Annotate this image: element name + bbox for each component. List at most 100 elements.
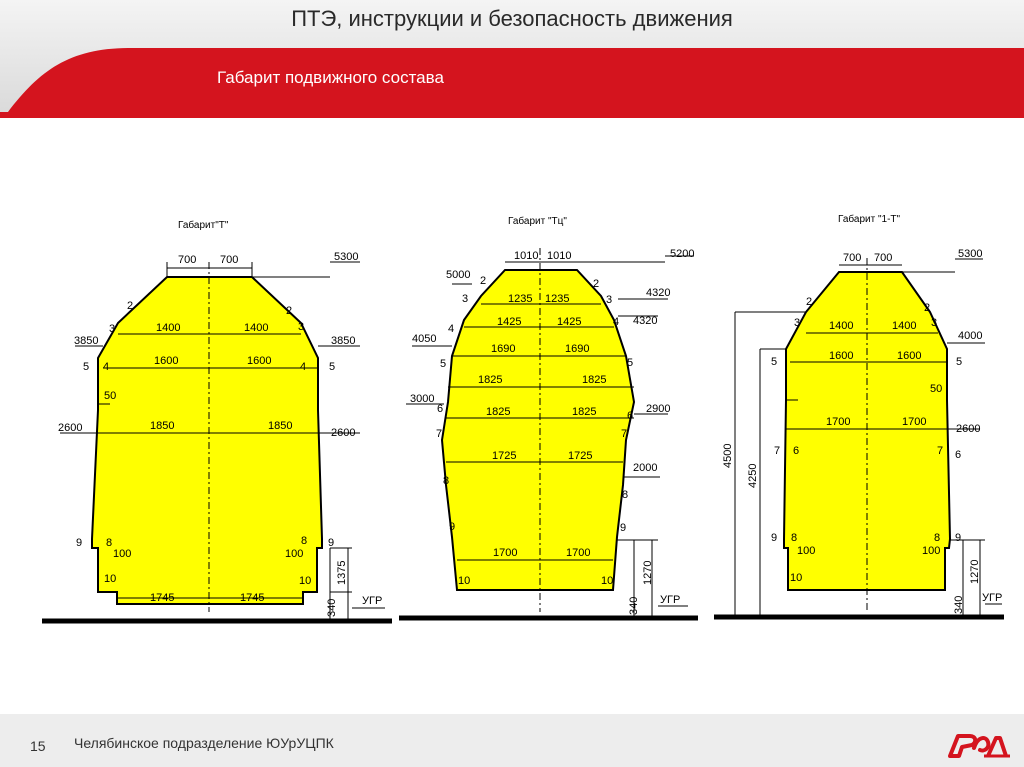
point-label: 5 [440,358,446,370]
gauge-1t-dim-1400l: 1400 [829,320,853,332]
point-label: 5 [771,356,777,368]
gauge-t-dim-340: 340 [326,599,338,617]
gauge-tc-dim-5200: 5200 [670,248,694,260]
gauge-tc-dim-4320a: 4320 [646,287,670,299]
point-label: 6 [955,449,961,461]
point-label: 10 [299,575,311,587]
gauge-tc-dim-2000: 2000 [633,462,657,474]
point-label: 3 [462,293,468,305]
gauge-tc-dim-1825al: 1825 [478,374,502,386]
header-banner [0,0,1024,118]
gauge-t-dim-1400l: 1400 [156,322,180,334]
gauge-t-dim-2600r: 2600 [331,427,355,439]
gauge-1t-dim-340: 340 [953,596,965,614]
point-label: 8 [301,535,307,547]
gauge-t-dim-5300: 5300 [334,251,358,263]
gauge-1t-dim-1600l: 1600 [829,350,853,362]
point-label: 6 [437,403,443,415]
point-label: 7 [937,445,943,457]
page-subtitle: Габарит подвижного состава [217,68,444,87]
point-label: 10 [104,573,116,585]
point-label: 8 [106,537,112,549]
gauge-1t-dim-50: 50 [930,383,942,395]
point-label: 4 [300,361,306,373]
point-label: 6 [627,410,633,422]
gauge-t-dim-3850l: 3850 [74,335,98,347]
gauge-tc-dim-1690l: 1690 [491,343,515,355]
gauge-1t-ugr: УГР [982,592,1002,604]
rzd-logo-icon [948,734,1010,758]
gauge-t-dim-1850r: 1850 [268,420,292,432]
gauge-t-dim-100l: 100 [113,548,131,560]
gauge-tc-dim-1825br: 1825 [572,406,596,418]
gauge-tc-dim-1235r: 1235 [545,293,569,305]
gauge-tc-dim-1700r: 1700 [566,547,590,559]
point-label: 2 [924,302,930,314]
gauge-t-diagram: Габарит"Т" 700 700 5300 3850 3850 1400 1… [42,219,392,624]
point-label: 2 [286,305,292,317]
point-label: 3 [298,321,304,333]
gauge-tc-dim-1690r: 1690 [565,343,589,355]
point-label: 10 [790,572,802,584]
gauge-t-dim-1745r: 1745 [240,592,264,604]
gauge-1t-dim-4000: 4000 [958,330,982,342]
point-label: 8 [934,532,940,544]
point-label: 8 [443,475,449,487]
gauge-1t-dim-2600: 2600 [956,423,980,435]
point-label: 5 [627,357,633,369]
point-label: 8 [622,489,628,501]
point-label: 3 [109,323,115,335]
gauge-t-dim-50: 50 [104,390,116,402]
gauge-1t-dim-1400r: 1400 [892,320,916,332]
point-label: 9 [449,521,455,533]
gauge-tc-dim-1270: 1270 [642,561,654,585]
point-label: 5 [83,361,89,373]
gauge-t-dim-1400r: 1400 [244,322,268,334]
point-label: 10 [458,575,470,587]
point-label: 9 [771,532,777,544]
footer-bar [0,714,1024,767]
gauge-1t-diagram: Габарит "1-Т" 700 700 5300 1400 1400 400… [714,213,1004,620]
point-label: 7 [774,445,780,457]
gauge-tc-ugr: УГР [660,594,680,606]
page-number: 15 [30,738,46,754]
point-label: 7 [621,428,627,440]
point-label: 2 [480,275,486,287]
gauge-tc-dim-1725r: 1725 [568,450,592,462]
point-label: 7 [436,428,442,440]
gauge-t-dim-700l: 700 [178,254,196,266]
point-label: 5 [956,356,962,368]
point-label: 2 [127,300,133,312]
gauge-tc-title: Габарит "Тц" [508,215,567,227]
gauge-tc-dim-2900: 2900 [646,403,670,415]
gauge-1t-dim-1700l: 1700 [826,416,850,428]
gauge-t-dim-1375: 1375 [336,561,348,585]
point-label: 4 [613,316,619,328]
point-label: 3 [794,317,800,329]
gauge-t-dim-3850r: 3850 [331,335,355,347]
gauge-tc-dim-4320b: 4320 [633,315,657,327]
point-label: 3 [606,294,612,306]
gauge-tc-dim-1010r: 1010 [547,250,571,262]
gauge-tc-dim-4050: 4050 [412,333,436,345]
page-title: ПТЭ, инструкции и безопасность движения [291,6,733,31]
gauge-tc-dim-1425r: 1425 [557,316,581,328]
gauge-t-dim-100r: 100 [285,548,303,560]
gauge-t-dim-1745l: 1745 [150,592,174,604]
point-label: 8 [791,532,797,544]
gauge-1t-dim-4250: 4250 [747,464,759,488]
point-label: 9 [955,532,961,544]
gauge-tc-dim-340: 340 [628,597,640,615]
gauge-1t-dim-1700r: 1700 [902,416,926,428]
gauge-tc-dim-1235l: 1235 [508,293,532,305]
gauge-tc-dim-1700l: 1700 [493,547,517,559]
gauge-tc-dim-1825ar: 1825 [582,374,606,386]
gauge-1t-dim-100l: 100 [797,545,815,557]
gauge-t-ugr: УГР [362,595,382,607]
gauge-tc-dim-1425l: 1425 [497,316,521,328]
point-label: 2 [593,278,599,290]
gauge-1t-dim-700r: 700 [874,252,892,264]
gauge-tc-diagram: Габарит "Тц" 1010 1010 5200 5000 4320 43… [399,215,698,621]
gauge-1t-outline [783,271,952,591]
gauge-tc-dim-1010l: 1010 [514,250,538,262]
